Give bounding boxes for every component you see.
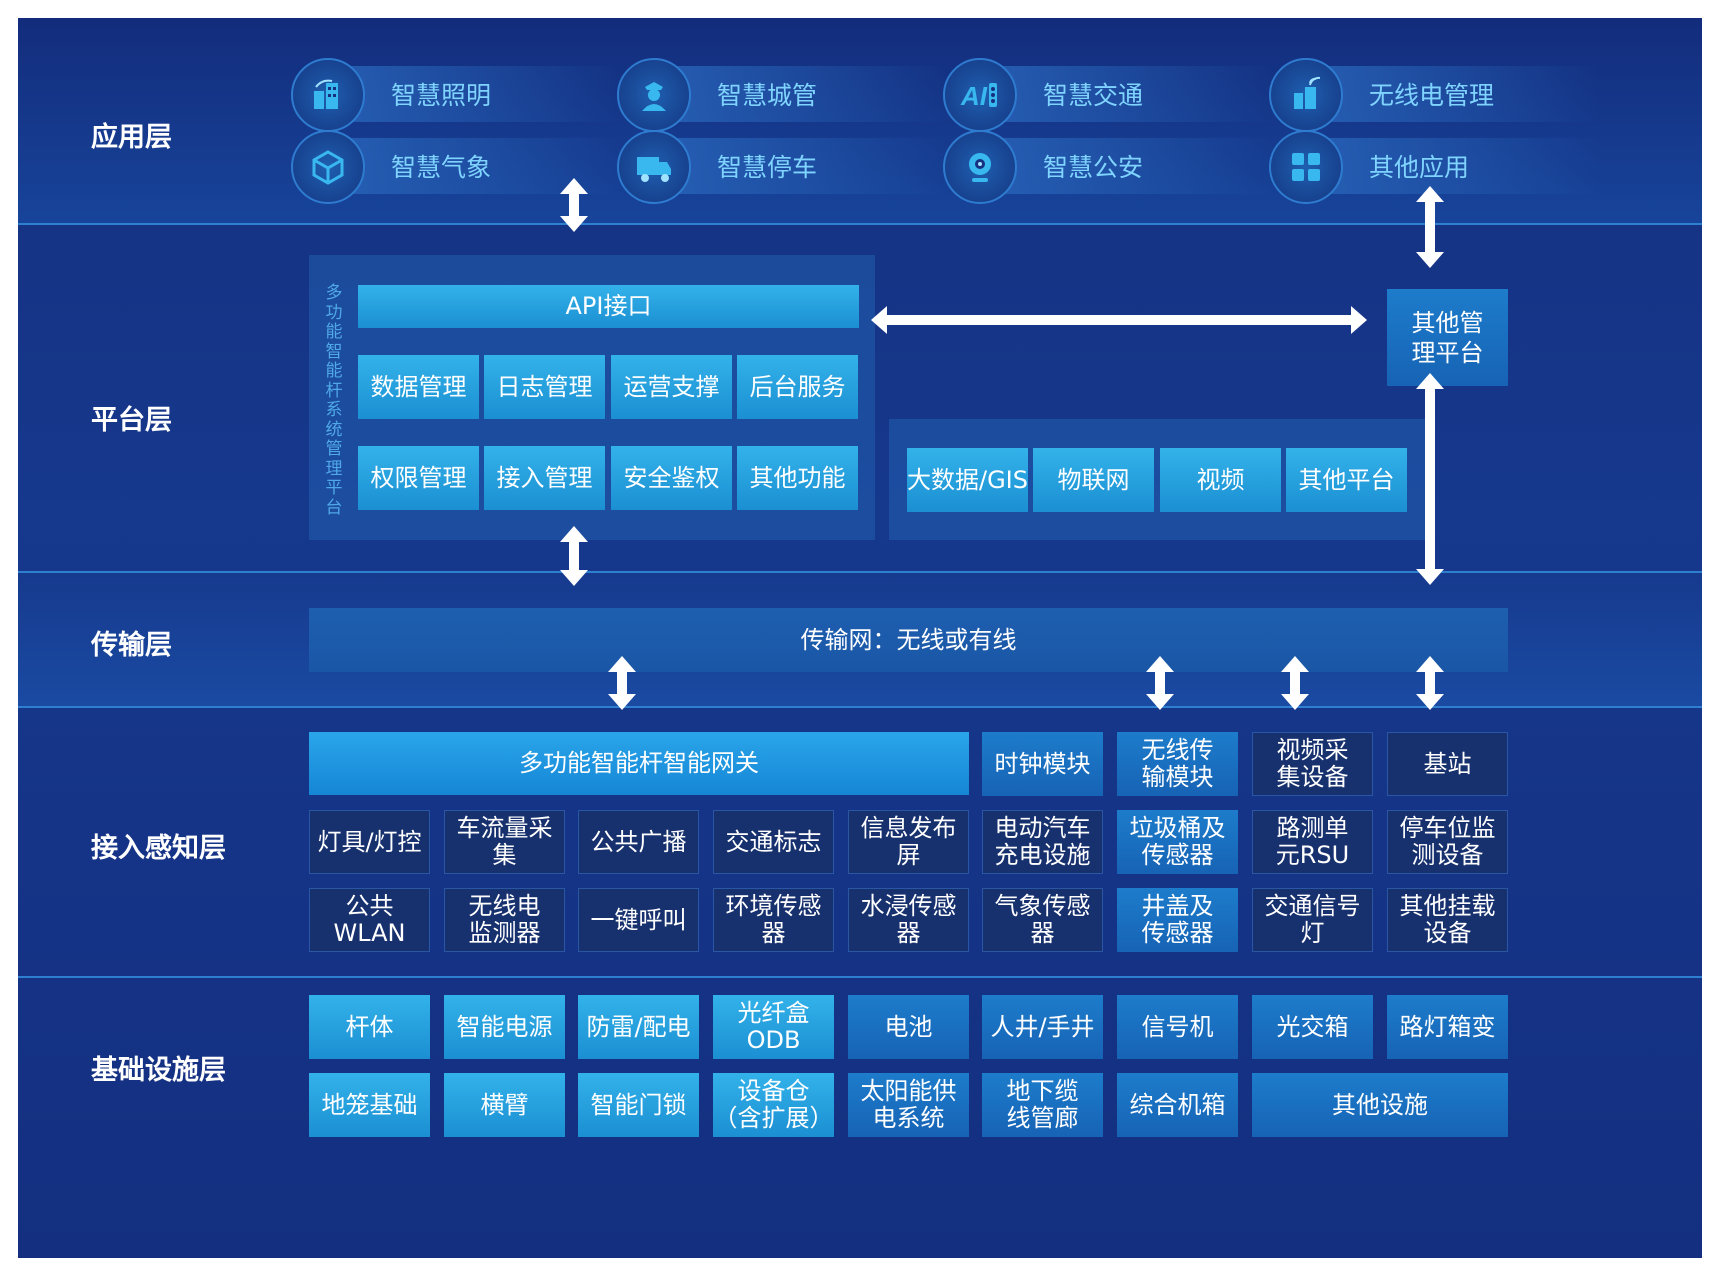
access-device-box[interactable]: 无线电 监测器 — [444, 888, 565, 952]
layer-label-access: 接入感知层 — [91, 833, 226, 864]
access-layer-band — [18, 708, 1702, 978]
other-platform-box[interactable]: 其他平台 — [1286, 448, 1407, 512]
access-device-box[interactable]: 公共WLAN — [309, 888, 430, 952]
app-pill-bg — [647, 66, 947, 122]
infra-item-box[interactable]: 杆体 — [309, 995, 430, 1059]
layer-label-platform: 平台层 — [91, 405, 172, 436]
security-camera-icon — [943, 130, 1017, 204]
other-platform-box[interactable]: 大数据/GIS — [907, 448, 1028, 512]
access-device-box[interactable]: 水浸传感器 — [848, 888, 969, 952]
platform-function-box[interactable]: 接入管理 — [484, 446, 605, 510]
app-label: 智慧公安 — [1043, 153, 1144, 182]
transport-network-bar[interactable]: 传输网：无线或有线 — [309, 608, 1508, 672]
infra-item-box[interactable]: 横臂 — [444, 1073, 565, 1137]
access-device-box[interactable]: 停车位监 测设备 — [1387, 810, 1508, 874]
access-device-box[interactable]: 交通标志 — [713, 810, 834, 874]
infra-item-box[interactable]: 设备仓 （含扩展） — [713, 1073, 834, 1137]
app-pill-bg — [647, 138, 947, 194]
access-device-box[interactable]: 视频采 集设备 — [1252, 732, 1373, 796]
parking-truck-icon — [617, 130, 691, 204]
layer-label-transport: 传输层 — [91, 630, 172, 661]
access-device-box[interactable]: 气象传感器 — [982, 888, 1103, 952]
infra-item-box[interactable]: 地笼基础 — [309, 1073, 430, 1137]
ai-traffic-icon: AI — [943, 58, 1017, 132]
app-pill-bg — [973, 138, 1273, 194]
access-device-box[interactable]: 垃圾桶及 传感器 — [1117, 810, 1238, 874]
svg-text:AI: AI — [960, 81, 988, 111]
infra-item-box[interactable]: 智能门锁 — [578, 1073, 699, 1137]
other-management-platform-box[interactable]: 其他管 理平台 — [1387, 289, 1508, 386]
infra-item-box[interactable]: 电池 — [848, 995, 969, 1059]
infra-item-box[interactable]: 路灯箱变 — [1387, 995, 1508, 1059]
platform-function-box[interactable]: 权限管理 — [358, 446, 479, 510]
infra-item-box[interactable]: 光纤盒ODB — [713, 995, 834, 1059]
infra-item-box[interactable]: 人井/手井 — [982, 995, 1103, 1059]
infra-item-box[interactable]: 综合机箱 — [1117, 1073, 1238, 1137]
infra-item-box[interactable]: 其他设施 — [1252, 1073, 1508, 1137]
access-device-box[interactable]: 信息发布屏 — [848, 810, 969, 874]
app-label: 智慧城管 — [717, 81, 818, 110]
app-label: 智慧气象 — [391, 153, 492, 182]
grid-apps-icon — [1269, 130, 1343, 204]
infra-item-box[interactable]: 光交箱 — [1252, 995, 1373, 1059]
other-platform-box[interactable]: 视频 — [1160, 448, 1281, 512]
access-device-box[interactable]: 井盖及 传感器 — [1117, 888, 1238, 952]
platform-function-box[interactable]: 安全鉴权 — [611, 446, 732, 510]
platform-function-box[interactable]: 日志管理 — [484, 355, 605, 419]
lighting-building-icon — [291, 58, 365, 132]
access-device-box[interactable]: 基站 — [1387, 732, 1508, 796]
app-pill-bg — [973, 66, 1273, 122]
access-device-box[interactable]: 公共广播 — [578, 810, 699, 874]
platform-function-box[interactable]: 后台服务 — [737, 355, 858, 419]
infra-item-box[interactable]: 智能电源 — [444, 995, 565, 1059]
infra-item-box[interactable]: 地下缆 线管廊 — [982, 1073, 1103, 1137]
app-pill-bg — [321, 66, 621, 122]
access-device-box[interactable]: 交通信号灯 — [1252, 888, 1373, 952]
platform-function-box[interactable]: 其他功能 — [737, 446, 858, 510]
radio-building-icon — [1269, 58, 1343, 132]
access-device-box[interactable]: 其他挂载 设备 — [1387, 888, 1508, 952]
other-platform-box[interactable]: 物联网 — [1033, 448, 1154, 512]
weather-cube-icon — [291, 130, 365, 204]
access-device-box[interactable]: 车流量采集 — [444, 810, 565, 874]
smart-gateway-box[interactable]: 多功能智能杆智能网关 — [309, 732, 969, 795]
layer-label-app: 应用层 — [91, 122, 172, 153]
city-officer-icon — [617, 58, 691, 132]
app-label: 智慧停车 — [717, 153, 818, 182]
layer-label-infra: 基础设施层 — [91, 1055, 226, 1086]
access-device-box[interactable]: 路测单 元RSU — [1252, 810, 1373, 874]
app-pill-bg — [1299, 138, 1599, 194]
platform-layer-band — [18, 225, 1702, 573]
app-label: 智慧交通 — [1043, 81, 1144, 110]
infra-item-box[interactable]: 信号机 — [1117, 995, 1238, 1059]
app-label: 无线电管理 — [1369, 81, 1495, 110]
access-device-box[interactable]: 一键呼叫 — [578, 888, 699, 952]
app-pill-bg — [1299, 66, 1599, 122]
app-label: 智慧照明 — [391, 81, 492, 110]
platform-function-box[interactable]: 运营支撑 — [611, 355, 732, 419]
infra-item-box[interactable]: 太阳能供 电系统 — [848, 1073, 969, 1137]
api-interface-box[interactable]: API接口 — [358, 285, 859, 328]
access-device-box[interactable]: 无线传 输模块 — [1117, 732, 1238, 796]
app-label: 其他应用 — [1369, 153, 1470, 182]
platform-vertical-title: 多功能智能杆系统管理平台 — [325, 283, 343, 518]
infra-item-box[interactable]: 防雷/配电 — [578, 995, 699, 1059]
access-device-box[interactable]: 电动汽车 充电设施 — [982, 810, 1103, 874]
access-device-box[interactable]: 时钟模块 — [982, 732, 1103, 796]
access-device-box[interactable]: 灯具/灯控 — [309, 810, 430, 874]
platform-function-box[interactable]: 数据管理 — [358, 355, 479, 419]
access-device-box[interactable]: 环境传感器 — [713, 888, 834, 952]
